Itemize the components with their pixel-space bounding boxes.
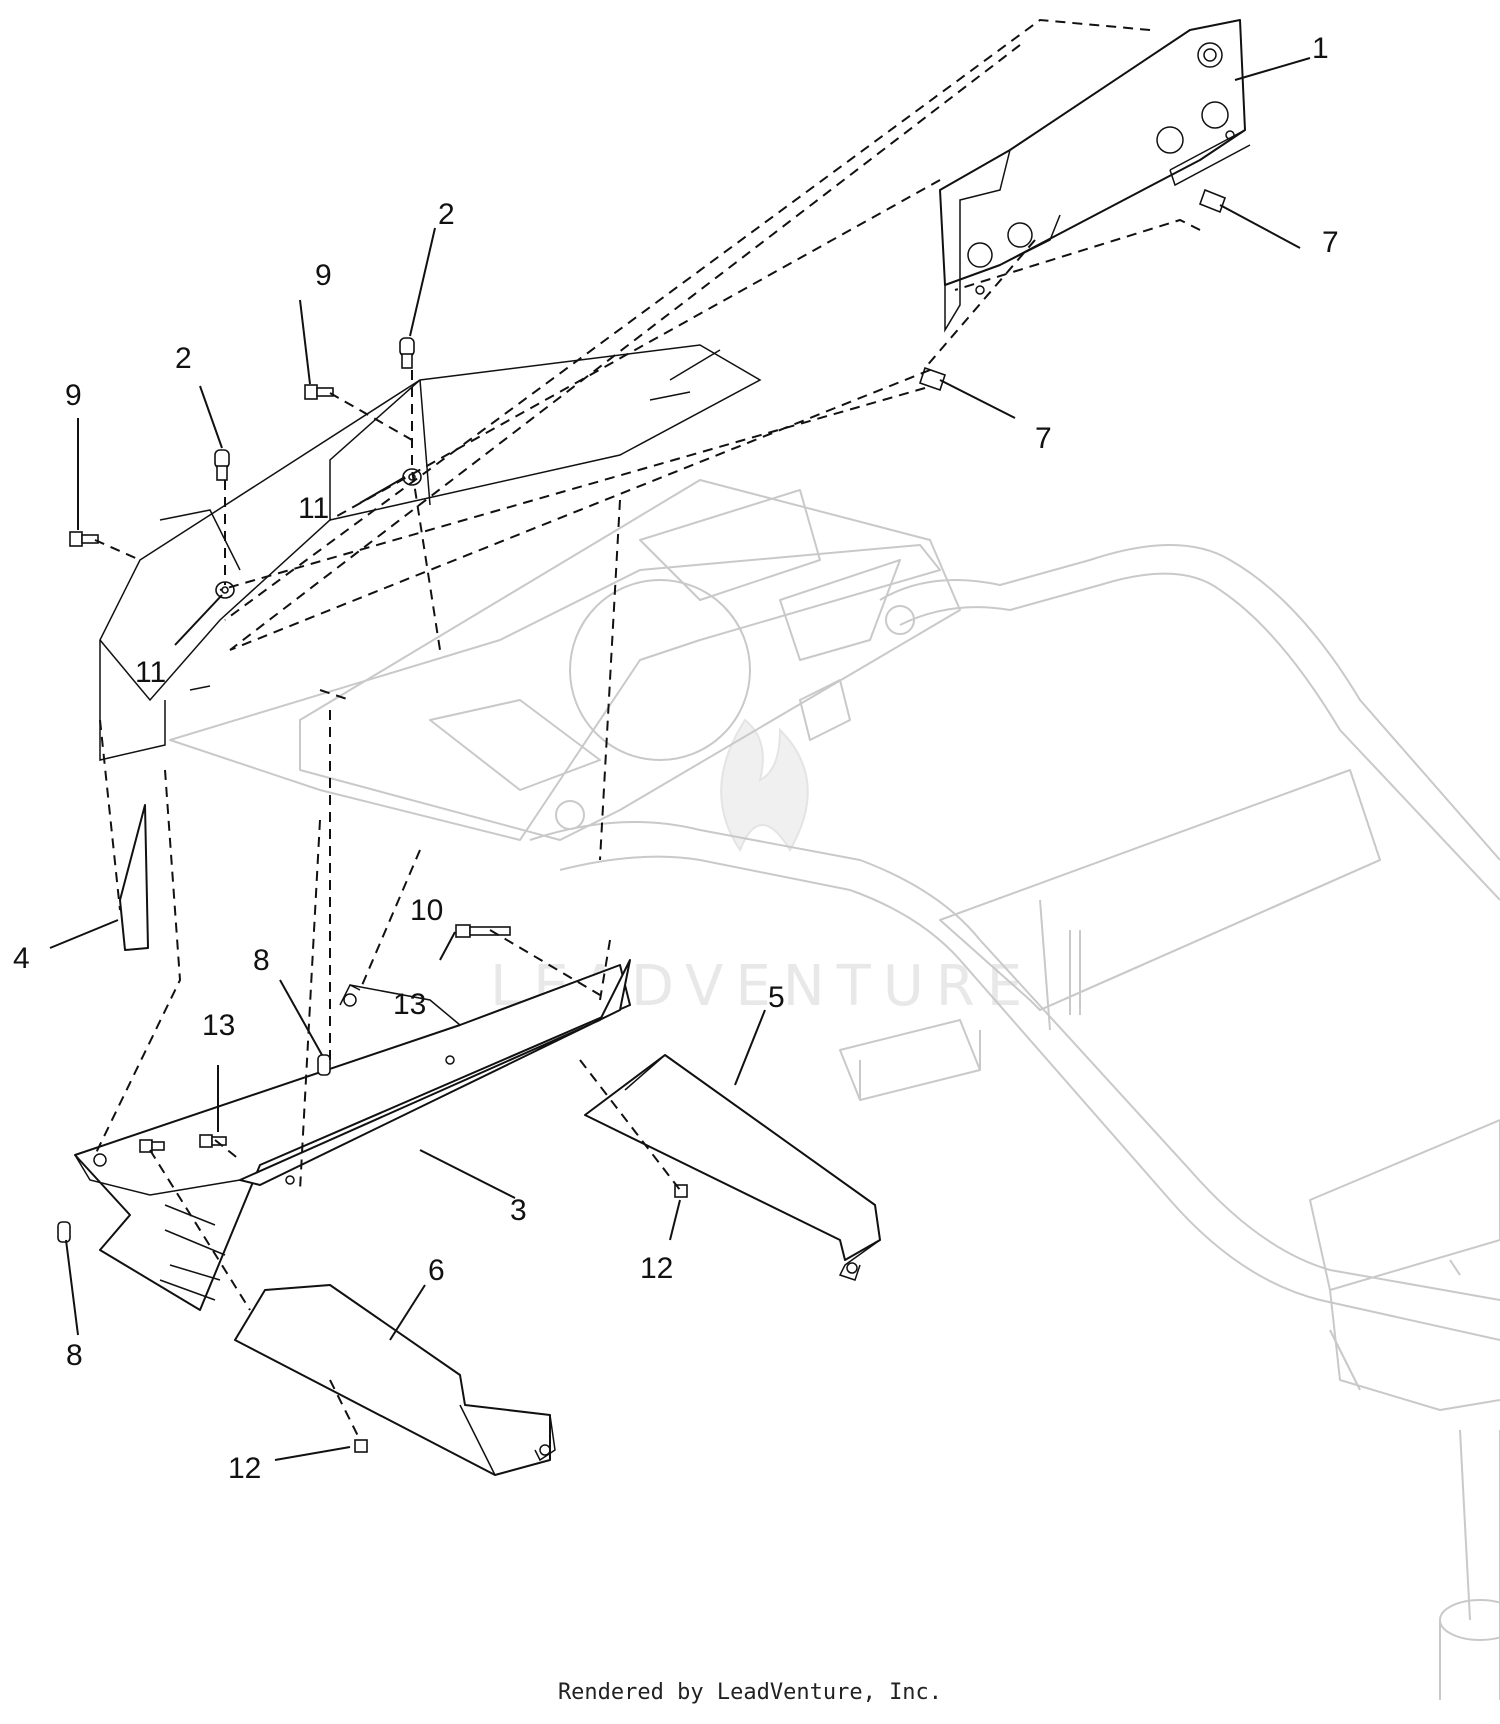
callout-10: 10 (410, 894, 443, 927)
callout-11: 11 (298, 492, 329, 525)
assembly-dashed-lines (94, 18, 1201, 1441)
callout-13: 13 (393, 988, 426, 1021)
top-mount-tray (99, 344, 762, 761)
callout-9: 9 (65, 379, 82, 412)
bolt-icon (455, 924, 511, 938)
callout-11: 11 (135, 656, 166, 689)
part-1-right-bracket (939, 19, 1251, 333)
leadventure-watermark: LEADVENTURE (490, 718, 1022, 1019)
callout-3: 3 (510, 1194, 527, 1227)
hex-bolt-icon (69, 531, 99, 547)
rendered-by-footer: Rendered by LeadVenture, Inc. (557, 1680, 943, 1705)
callout-7: 7 (1322, 226, 1339, 259)
part-4-small-plate (119, 804, 149, 951)
callout-4: 4 (13, 942, 30, 975)
callout-2: 2 (438, 198, 455, 231)
callout-7: 7 (1035, 422, 1052, 455)
screw-icon (139, 1139, 165, 1153)
callout-5: 5 (768, 981, 785, 1014)
clip-nut-icon (918, 366, 947, 392)
part-6-left-shield (234, 1284, 556, 1476)
stud-bolt-icon (57, 1221, 71, 1243)
screw-icon (199, 1134, 227, 1148)
callout-12: 12 (640, 1252, 673, 1285)
part-3-lower-guard (74, 959, 631, 1311)
clip-nut-icon (1198, 188, 1227, 214)
callout-12: 12 (228, 1452, 261, 1485)
shoulder-bolt-icon (214, 449, 230, 481)
part-5-right-shield (584, 1054, 881, 1281)
callout-2: 2 (175, 342, 192, 375)
callout-leaders (49, 57, 1311, 1461)
hex-bolt-icon (304, 384, 334, 400)
stud-bolt-icon (317, 1054, 331, 1076)
callout-labels: 1 2 2 3 4 5 6 7 7 8 8 9 9 10 11 11 12 12… (13, 32, 1339, 1485)
callout-1: 1 (1312, 32, 1329, 65)
chassis-frame (169, 479, 1500, 1700)
hex-nut-icon (354, 1439, 368, 1453)
callout-8: 8 (66, 1339, 83, 1372)
callout-8: 8 (253, 944, 270, 977)
callout-6: 6 (428, 1254, 445, 1287)
callout-9: 9 (315, 259, 332, 292)
callout-13: 13 (202, 1009, 235, 1042)
shoulder-bolt-icon (399, 337, 415, 369)
